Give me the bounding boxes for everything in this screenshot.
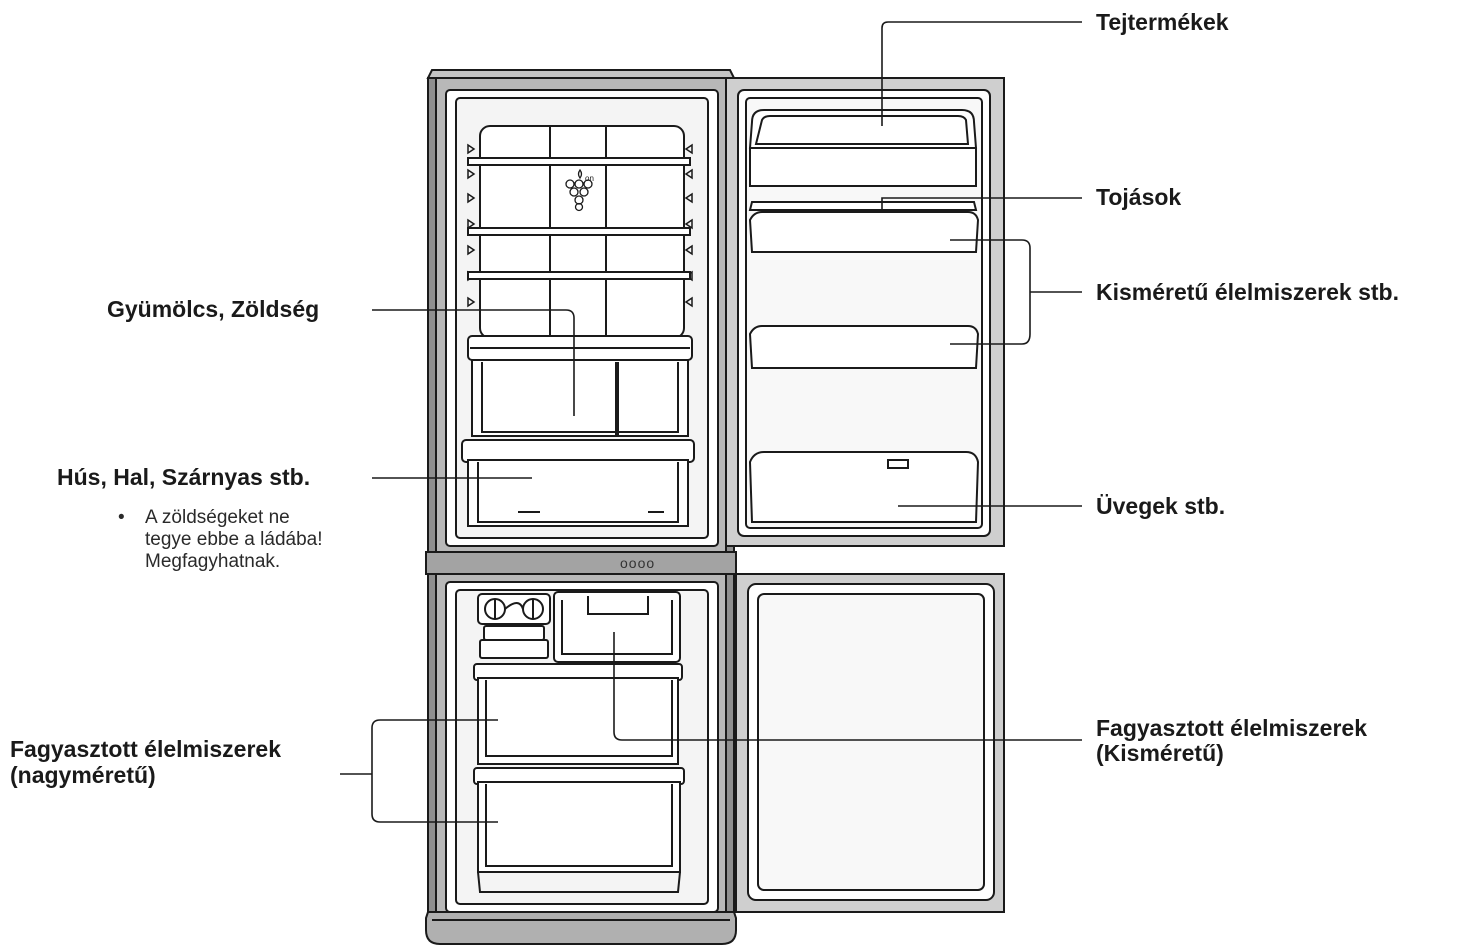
lower-freezer-drawer [477,781,681,873]
label-dairy: Tejtermékek [1096,9,1229,35]
fridge-body-left-edge [427,77,437,935]
control-panel-text: oooo [620,555,655,571]
label-meat-fish: Hús, Hal, Szárnyas stb. [57,464,311,490]
fridge-top-cap [426,69,736,79]
label-fruit-veg: Gyümölcs, Zöldség [107,296,320,322]
control-panel [425,551,737,575]
label-frozen-small-2: (Kisméretű) [1096,740,1224,766]
door-bin-upper [748,211,980,253]
label-frozen-small-1: Fagyasztott élelmiszerek [1096,715,1368,741]
note-line-2: tegye ebbe a ládába! [145,529,323,550]
chilled-drawer [467,459,689,527]
label-bottles: Üvegek stb. [1096,493,1226,519]
crisper-drawer [471,359,689,437]
fridge-base [425,911,737,945]
upper-freezer-drawer [477,677,679,765]
door-bin-middle [748,325,980,369]
svg-text:on: on [585,174,594,183]
note-line-3: Megfagyhatnak. [145,551,281,572]
dairy-bin [748,109,978,149]
label-small-foods: Kisméretű élelmiszerek stb. [1096,279,1399,305]
bottle-bin [748,451,980,523]
ice-box [553,591,681,663]
note-line-1: • A zöldségeket ne [118,507,290,529]
note-bullet: • [118,507,125,528]
leader-lines [340,21,1082,823]
note-text-1: A zöldségeket ne [145,507,290,528]
label-frozen-large-1: Fagyasztott élelmiszerek [10,736,282,762]
ion-symbol-icon [565,168,593,212]
label-eggs: Tojások [1096,184,1182,210]
shelf-rails [467,143,693,308]
chilled-drawer-lid [461,439,695,463]
ice-maker [477,593,551,659]
egg-tray [748,201,978,211]
label-frozen-large-2: (nagyméretű) [10,762,156,788]
glass-shelves [467,157,691,280]
